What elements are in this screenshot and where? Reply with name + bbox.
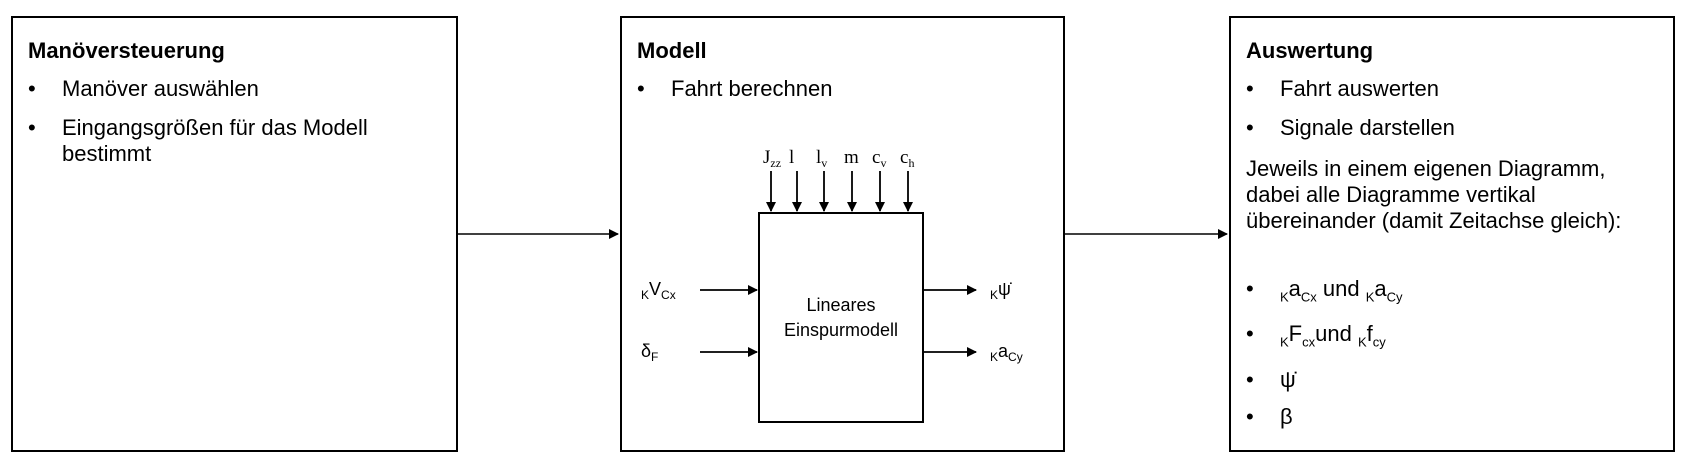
panel-title: Auswertung: [1246, 38, 1374, 63]
panel-modell: Modell Fahrt berechnen: [620, 16, 1065, 452]
list-item: Signale darstellen: [1246, 115, 1663, 141]
bullet-list: Manöver auswählen Eingangsgrößen für das…: [28, 76, 446, 180]
signal-list: KaCx und KaCyKFcxund Kfcy ψ̇ β: [1246, 276, 1663, 441]
description-paragraph: Jeweils in einem eigenen Diagramm, dabei…: [1246, 156, 1622, 233]
list-item: Eingangsgrößen für das Modell bestimmt: [28, 115, 442, 167]
panel-title: Manöversteuerung: [28, 38, 225, 63]
list-item: Fahrt berechnen: [637, 76, 1053, 102]
signal-item: β: [1246, 404, 1663, 430]
panel-auswertung: Auswertung Fahrt auswerten Signale darst…: [1229, 16, 1675, 452]
signal-item: ψ̇: [1246, 367, 1663, 393]
bullet-list: Fahrt auswerten Signale darstellen: [1246, 76, 1663, 154]
signal-item: KFcxund Kfcy: [1246, 321, 1663, 355]
list-item: Fahrt auswerten: [1246, 76, 1663, 102]
signal-item: KaCx und KaCy: [1246, 276, 1663, 310]
panel-title: Modell: [637, 38, 707, 63]
panel-manoeversteuerung: Manöversteuerung Manöver auswählen Einga…: [11, 16, 458, 452]
bullet-list: Fahrt berechnen: [637, 76, 1053, 115]
list-item: Manöver auswählen: [28, 76, 446, 102]
